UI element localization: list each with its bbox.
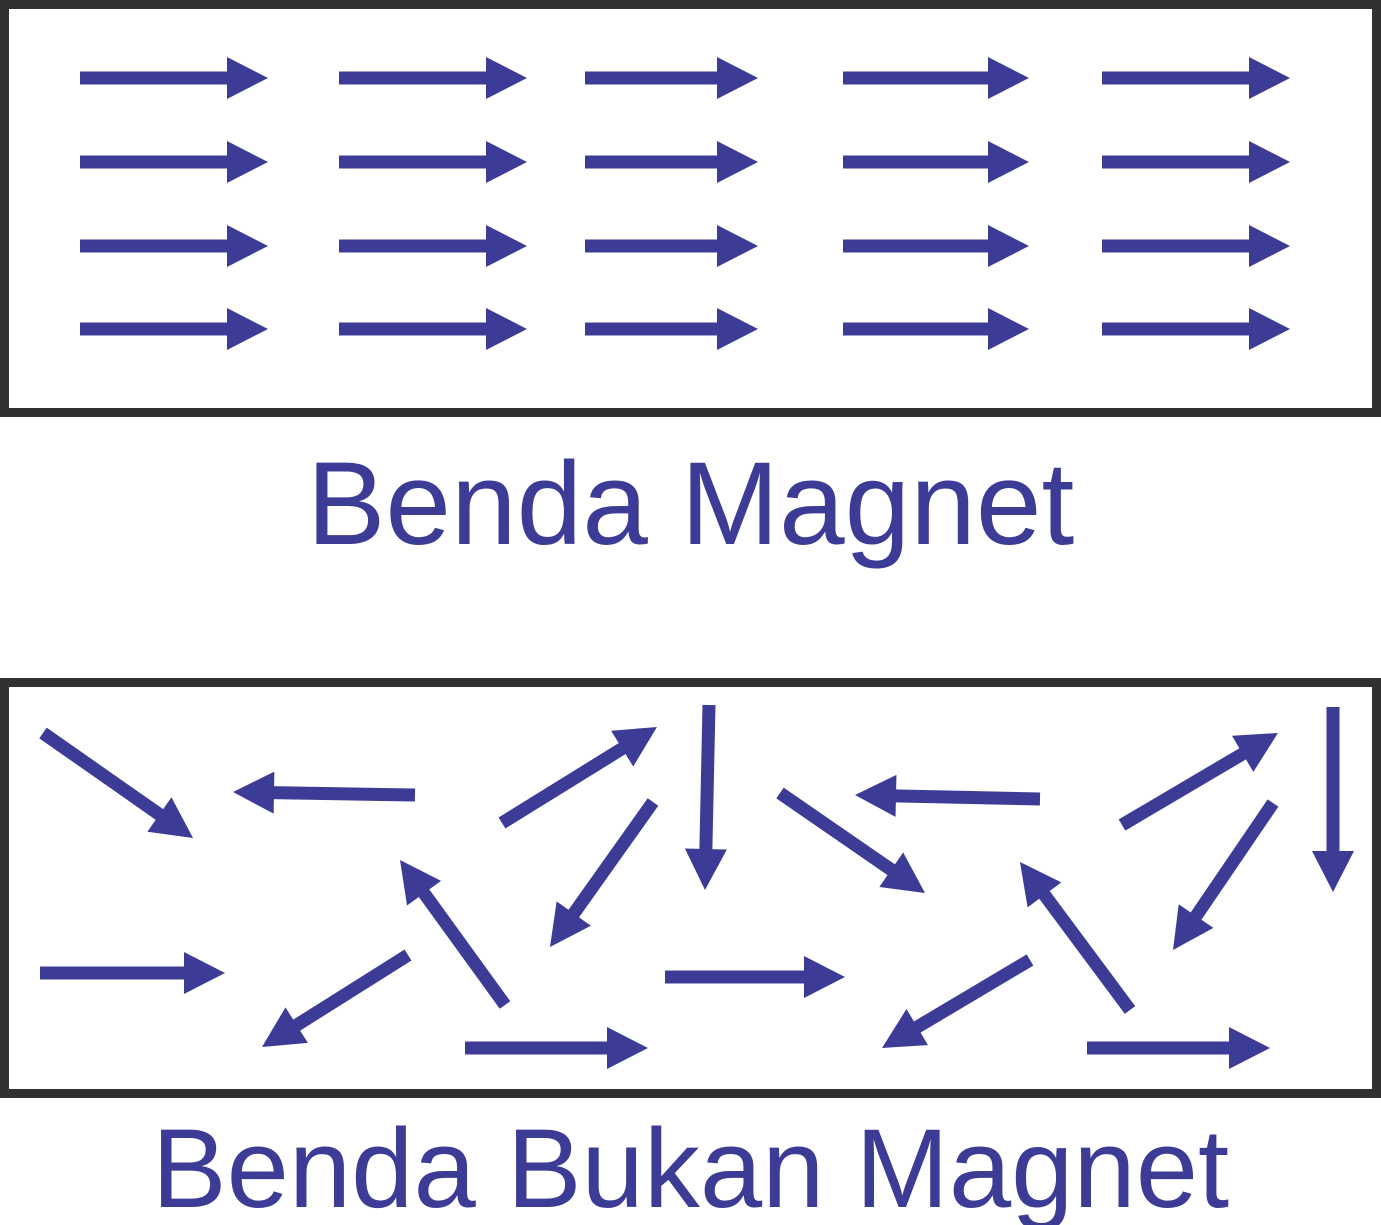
arrow [550, 798, 659, 947]
arrow [855, 774, 1041, 817]
arrow [1102, 57, 1290, 99]
arrow [1118, 733, 1278, 831]
magnet-box-caption: Benda Magnet [306, 438, 1075, 570]
arrow [498, 727, 657, 829]
arrow [400, 860, 511, 1009]
arrow [80, 308, 268, 350]
arrow [882, 954, 1034, 1048]
arrow [262, 949, 412, 1047]
arrow [585, 141, 758, 183]
random-arrow-field [39, 704, 1354, 1069]
arrow [339, 308, 527, 350]
arrow [80, 141, 268, 183]
arrow [233, 771, 416, 814]
arrow [80, 225, 268, 267]
arrow [843, 308, 1029, 350]
arrow [80, 57, 268, 99]
arrow [339, 141, 527, 183]
arrow [1102, 141, 1290, 183]
arrow [843, 225, 1029, 267]
arrow [339, 225, 527, 267]
arrow [843, 57, 1029, 99]
arrow [1173, 799, 1279, 950]
arrow [585, 308, 758, 350]
arrow [585, 225, 758, 267]
arrow [1087, 1027, 1270, 1069]
arrow [1102, 225, 1290, 267]
arrow [1312, 707, 1354, 892]
arrow [776, 787, 925, 893]
arrow [1020, 862, 1136, 1014]
arrow [39, 727, 193, 838]
arrow [40, 952, 225, 994]
arrow [1102, 308, 1290, 350]
arrow [665, 956, 845, 998]
non-magnet-box-caption: Benda Bukan Magnet [151, 1106, 1230, 1225]
arrow [843, 141, 1029, 183]
aligned-arrow-field [80, 57, 1290, 350]
arrow [585, 57, 758, 99]
arrow [684, 704, 727, 890]
arrow [465, 1027, 648, 1069]
arrow [339, 57, 527, 99]
